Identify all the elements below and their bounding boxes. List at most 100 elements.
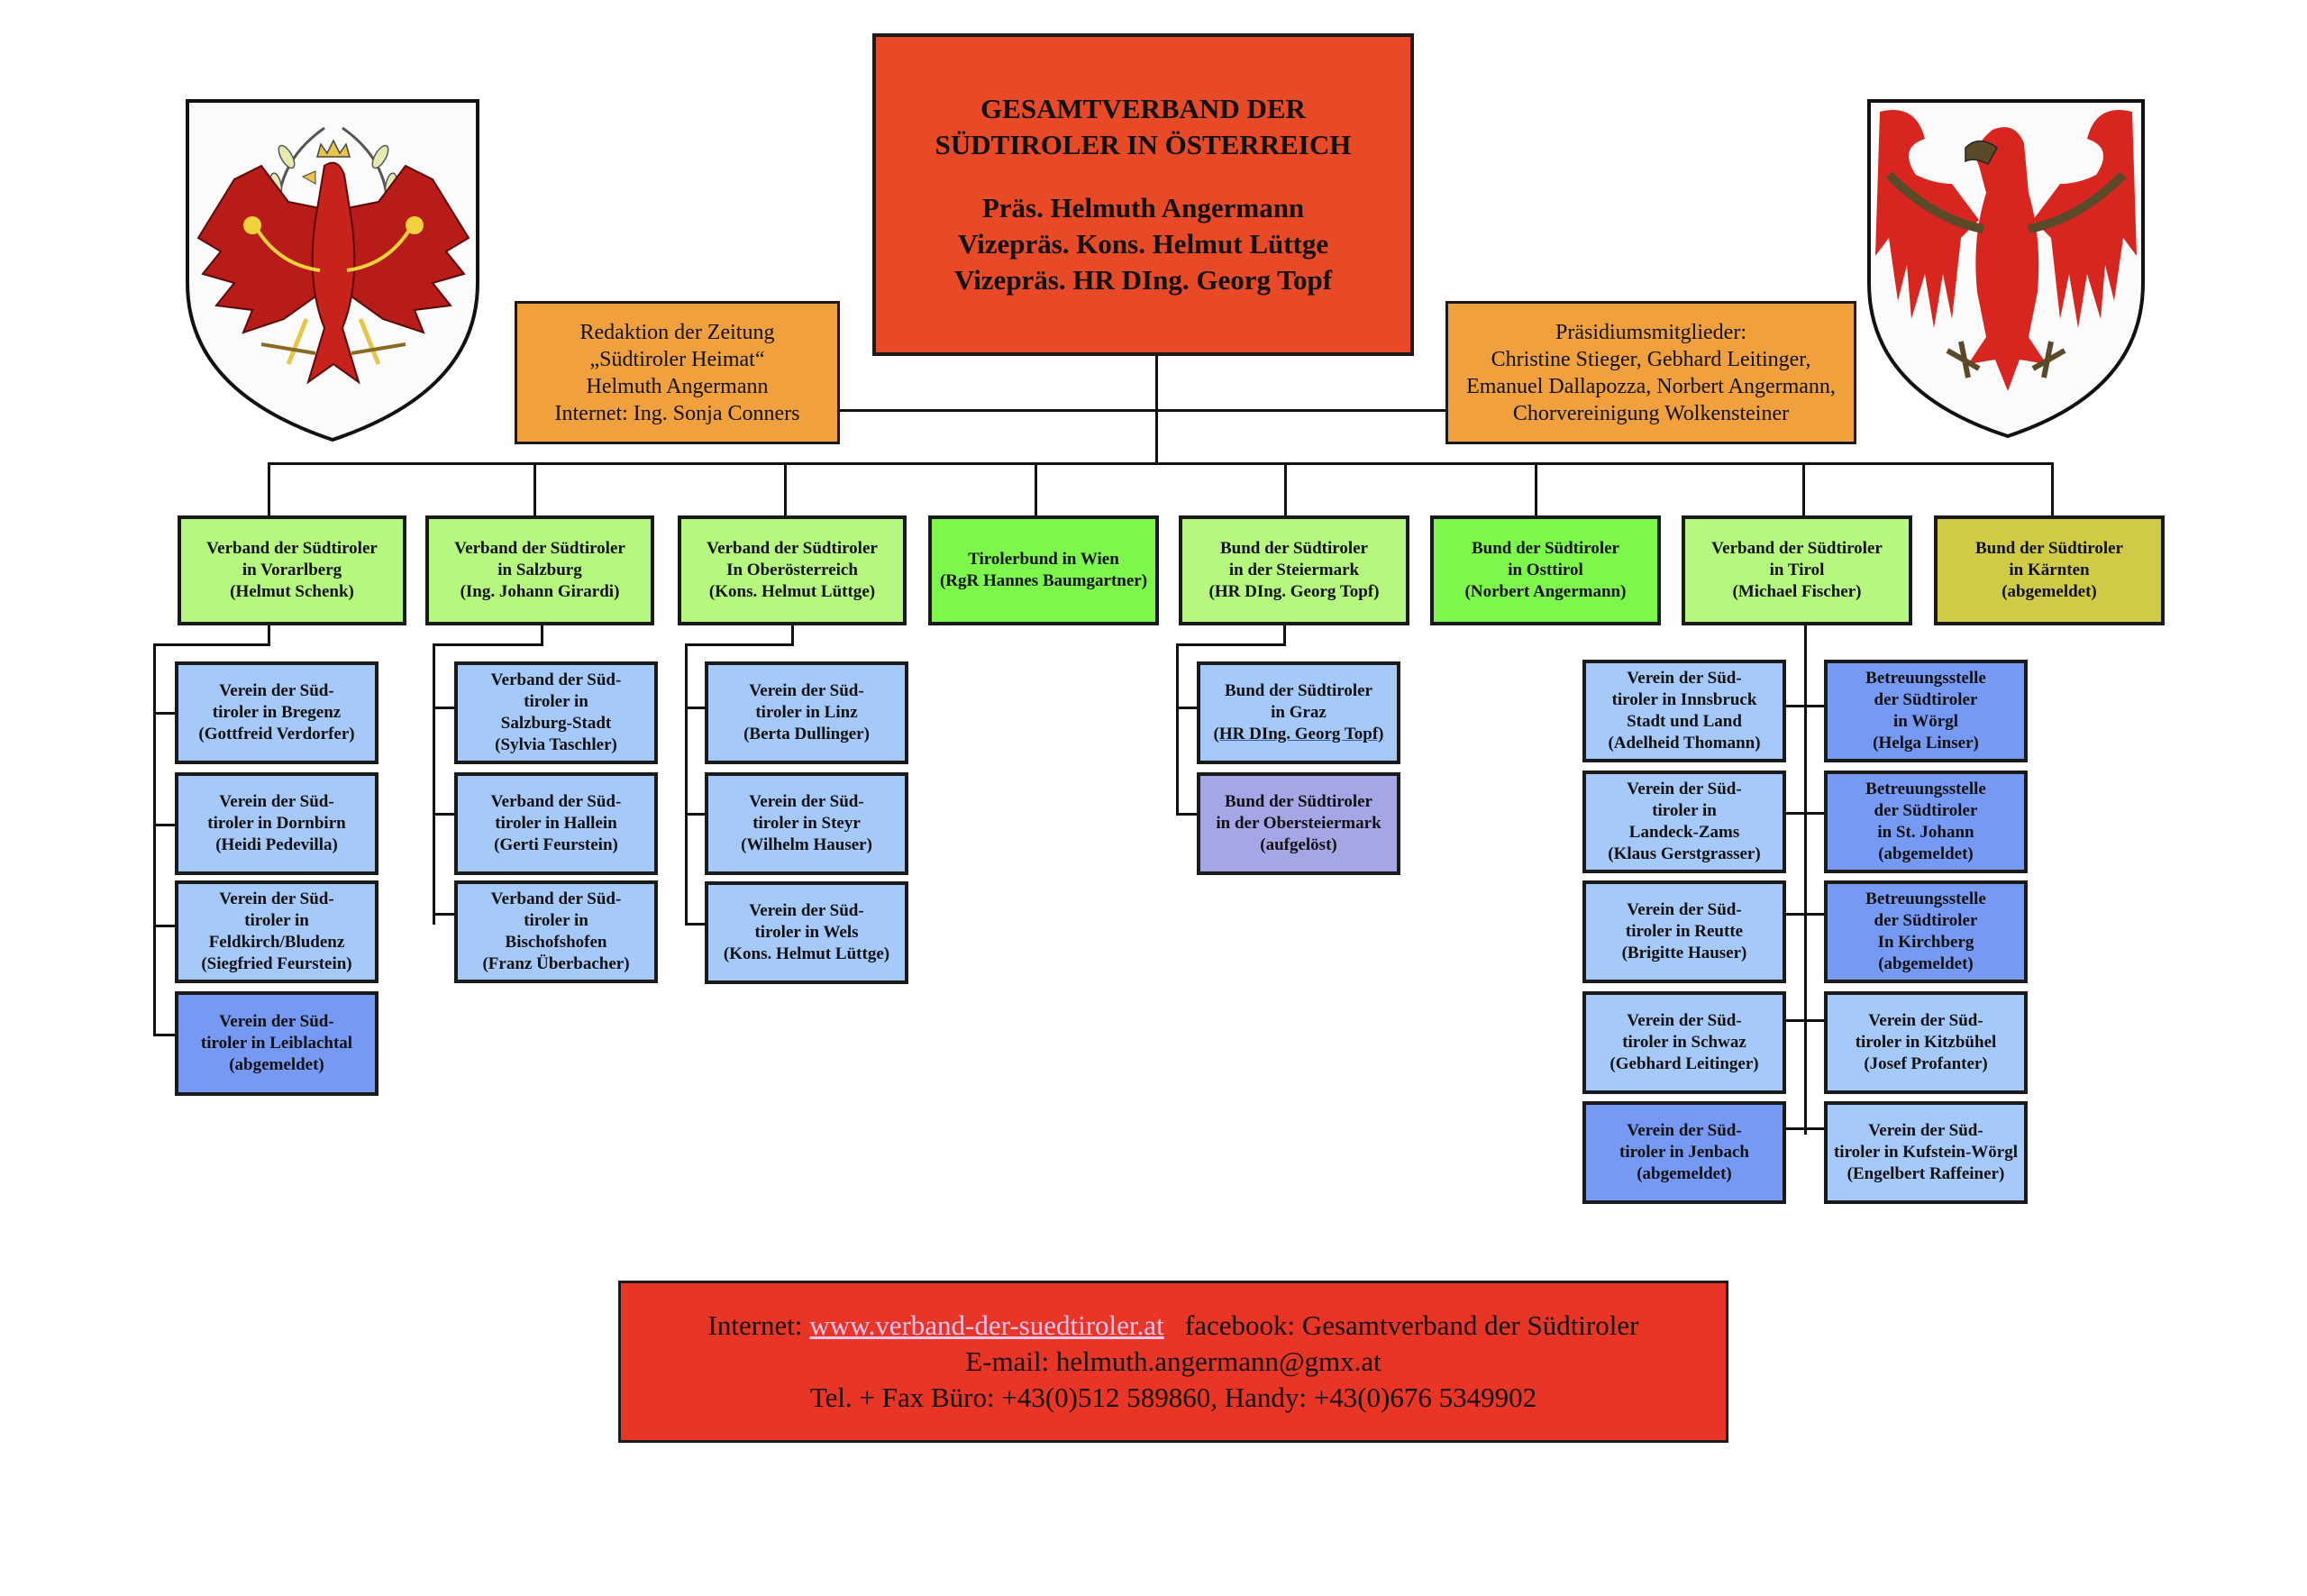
club-line: in Graz	[1271, 703, 1327, 722]
club-box-landeck-zams: Verein der Süd- tiroler in Landeck-Zams …	[1582, 771, 1786, 873]
connector	[153, 712, 177, 715]
connector	[153, 643, 270, 646]
facebook-text: facebook: Gesamtverband der Südtiroler	[1184, 1309, 1639, 1341]
club-line: (Siegfried Feurstein)	[201, 954, 352, 973]
connector-region-3	[784, 462, 787, 516]
region-line: in Vorarlberg	[242, 561, 342, 579]
connector-tyrol-spine	[1804, 625, 1807, 1135]
region-box-vorarlberg: Verband der Südtiroler in Vorarlberg (He…	[178, 515, 406, 625]
club-line: der Südtiroler	[1874, 801, 1978, 820]
club-line: (abgemeldet)	[1878, 844, 1974, 863]
region-line: (Helmut Schenk)	[230, 582, 354, 601]
club-line: (Helga Linser)	[1873, 734, 1979, 752]
club-line: (abgemeldet)	[1637, 1164, 1732, 1183]
contact-internet-line: Internet: www.verband-der-suedtiroler.at…	[708, 1308, 1639, 1344]
presidium-line: Christine Stieger, Gebhard Leitinger,	[1491, 347, 1811, 371]
club-line: tiroler in	[1652, 801, 1717, 820]
connector-region-7	[1802, 462, 1805, 516]
club-box-feldkirch-bludenz: Verein der Süd- tiroler in Feldkirch/Blu…	[175, 880, 378, 983]
club-line: (HR DIng. Georg Topf)	[1213, 725, 1384, 743]
connector	[1784, 812, 1826, 815]
club-line: tiroler in Linz	[755, 703, 858, 722]
club-line: Verein der Süd-	[1627, 780, 1742, 798]
connector-editorial-presidium	[838, 409, 1447, 412]
club-box-kirchberg: Betreuungsstelle der Südtiroler In Kirch…	[1824, 880, 2028, 983]
club-line: In Kirchberg	[1877, 933, 1974, 952]
club-line: tiroler in Reutte	[1625, 922, 1744, 941]
region-line: (Norbert Angermann)	[1464, 582, 1627, 601]
connector	[268, 625, 270, 645]
main-vice-president-2: Vizepräs. HR DIng. Georg Topf	[953, 264, 1333, 296]
connector-region-5	[1284, 462, 1287, 516]
club-line: (abgemeldet)	[229, 1055, 324, 1074]
club-line: Verband der Süd-	[490, 889, 622, 908]
club-box-bregenz: Verein der Süd- tiroler in Bregenz (Gott…	[175, 661, 378, 764]
club-line: (Gebhard Leitinger)	[1609, 1054, 1759, 1073]
editorial-line: Helmuth Angermann	[586, 374, 769, 398]
region-line: Verband der Südtiroler	[206, 539, 378, 558]
club-box-hallein: Verband der Süd- tiroler in Hallein (Ger…	[454, 772, 658, 875]
club-line: in der Obersteiermark	[1216, 814, 1381, 833]
connector	[1176, 643, 1286, 646]
website-link[interactable]: www.verband-der-suedtiroler.at	[809, 1309, 1164, 1341]
region-box-salzburg: Verband der Südtiroler in Salzburg (Ing.…	[425, 515, 654, 625]
club-line: (aufgelöst)	[1260, 835, 1337, 854]
region-line: Verband der Südtiroler	[1711, 539, 1883, 558]
club-line: Verein der Süd-	[219, 681, 334, 700]
club-line: Bischofshofen	[505, 933, 607, 952]
club-box-wels: Verein der Süd- tiroler in Wels (Kons. H…	[705, 881, 908, 984]
club-line: (Gerti Feurstein)	[494, 835, 618, 854]
club-line: Verein der Süd-	[1627, 1011, 1742, 1030]
club-box-jenbach: Verein der Süd- tiroler in Jenbach (abge…	[1582, 1101, 1786, 1204]
club-line: Betreuungsstelle	[1865, 780, 1986, 798]
club-line: tiroler in Bregenz	[212, 703, 342, 722]
club-line: (Gottfreid Verdorfer)	[198, 725, 355, 743]
club-line: (Heidi Pedevilla)	[215, 835, 338, 854]
club-line: Verein der Süd-	[1868, 1011, 1983, 1030]
club-line: Verband der Süd-	[490, 670, 622, 689]
region-line: (Michael Fischer)	[1732, 582, 1862, 601]
connector	[433, 643, 543, 646]
club-box-woergl: Betreuungsstelle der Südtiroler in Wörgl…	[1824, 660, 2028, 762]
region-box-vienna: Tirolerbund in Wien (RgR Hannes Baumgart…	[928, 515, 1159, 625]
club-box-graz: Bund der Südtiroler in Graz (HR DIng. Ge…	[1197, 661, 1400, 764]
region-line: in Osttirol	[1508, 561, 1583, 579]
editorial-line: Internet: Ing. Sonja Conners	[554, 401, 800, 425]
presidium-line: Emanuel Dallapozza, Norbert Angermann,	[1466, 374, 1836, 398]
club-box-obersteiermark: Bund der Südtiroler in der Obersteiermar…	[1197, 772, 1400, 875]
region-line: in Tirol	[1769, 561, 1825, 579]
club-box-bischofshofen: Verband der Süd- tiroler in Bischofshofe…	[454, 880, 658, 983]
region-line: Tirolerbund in Wien	[968, 550, 1119, 569]
connector	[153, 824, 177, 826]
club-box-leiblachtal: Verein der Süd- tiroler in Leiblachtal (…	[175, 991, 378, 1096]
connector	[153, 925, 177, 927]
connector	[791, 625, 794, 645]
club-line: tiroler in	[524, 692, 588, 711]
tyrol-coat-of-arms-icon	[186, 99, 479, 442]
club-line: tiroler in	[244, 911, 309, 930]
connector	[1176, 643, 1179, 815]
region-box-upper-austria: Verband der Südtiroler In Oberösterreich…	[678, 515, 907, 625]
club-line: (Wilhelm Hauser)	[741, 835, 872, 854]
connector	[685, 923, 708, 926]
club-line: tiroler in Leiblachtal	[200, 1034, 353, 1053]
region-line: Bund der Südtiroler	[1219, 539, 1368, 558]
club-box-salzburg-stadt: Verband der Süd- tiroler in Salzburg-Sta…	[454, 661, 658, 764]
club-line: Verein der Süd-	[1627, 1121, 1742, 1140]
region-box-carinthia: Bund der Südtiroler in Kärnten (abgemeld…	[1934, 515, 2165, 625]
club-line: Bund der Südtiroler	[1224, 681, 1372, 700]
club-line: Feldkirch/Bludenz	[208, 933, 345, 952]
club-line: (Brigitte Hauser)	[1621, 944, 1747, 962]
club-box-dornbirn: Verein der Süd- tiroler in Dornbirn (Hei…	[175, 772, 378, 875]
editorial-box: Redaktion der Zeitung „Südtiroler Heimat…	[515, 301, 840, 444]
club-line: (Klaus Gerstgrasser)	[1608, 844, 1761, 863]
contact-box: Internet: www.verband-der-suedtiroler.at…	[618, 1281, 1728, 1443]
club-line: Verein der Süd-	[219, 889, 334, 908]
presidium-line: Chorvereinigung Wolkensteiner	[1512, 401, 1790, 425]
presidium-box: Präsidiumsmitglieder: Christine Stieger,…	[1445, 301, 1856, 444]
connector	[1784, 913, 1826, 916]
club-line: tiroler in Innsbruck	[1611, 690, 1757, 709]
club-line: tiroler in Jenbach	[1619, 1143, 1749, 1162]
connector	[433, 643, 435, 925]
connector	[1784, 1019, 1826, 1022]
